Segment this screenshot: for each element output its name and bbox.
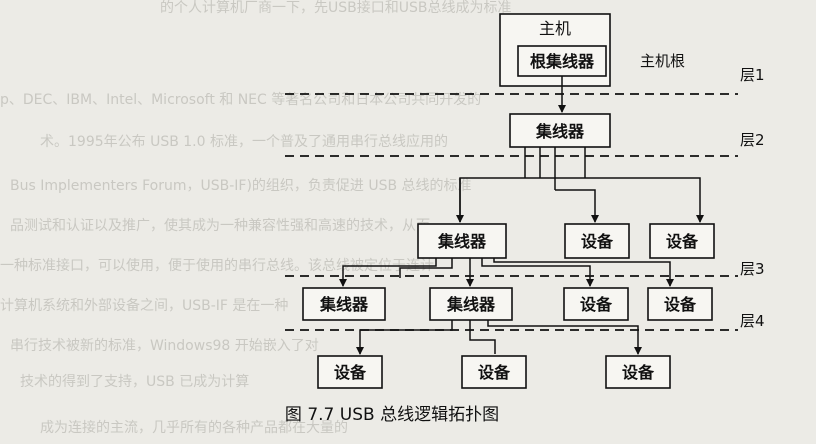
device-label: 设备 bbox=[666, 232, 699, 251]
hub-layer3 bbox=[417, 223, 507, 259]
host-label: 主机 bbox=[539, 19, 571, 38]
bleed-line: Bus Implementers Forum，USB-IF)的组织，负责促进 U… bbox=[10, 178, 472, 194]
hub-layer4-b-label: 集线器 bbox=[446, 295, 496, 314]
layer-dividers bbox=[285, 93, 738, 331]
bleed-line: 串行技术被新的标准，Windows98 开始嵌入了对 bbox=[10, 338, 319, 354]
hub-layer4-a bbox=[302, 287, 386, 321]
connections bbox=[339, 76, 704, 355]
layer2-label: 层2 bbox=[740, 131, 765, 149]
hub-layer3-label: 集线器 bbox=[437, 232, 487, 251]
device-label: 设备 bbox=[664, 295, 697, 314]
link-hub2-device bbox=[585, 177, 704, 223]
device-label: 设备 bbox=[581, 232, 614, 251]
link-hubC bbox=[469, 320, 496, 354]
hub-layer4-b bbox=[429, 287, 513, 321]
bleed-line: 技术的得到了支持，USB 已成为计算 bbox=[20, 373, 249, 390]
link-hubC-device bbox=[487, 320, 642, 355]
device-layer4-a bbox=[563, 287, 629, 321]
device-bottom-b bbox=[461, 355, 527, 389]
device-label: 设备 bbox=[334, 363, 367, 382]
device-layer3-a bbox=[564, 223, 630, 259]
bleed-line: 品测试和认证以及推广，使其成为一种兼容性强和高速的技术，从而 bbox=[10, 217, 430, 234]
hub-layer4-a-label: 集线器 bbox=[319, 295, 369, 314]
device-label: 设备 bbox=[622, 363, 655, 382]
bleed-line: 成为连接的主流，几乎所有的各种产品都在大量的 bbox=[40, 419, 348, 436]
bleed-line: 的个人计算机厂商一下，先USB接口和USB总线成为标准 bbox=[160, 0, 511, 16]
link-hub2-device bbox=[555, 189, 599, 223]
device-bottom-c bbox=[605, 355, 671, 389]
link-hubA-hubB bbox=[339, 258, 437, 287]
hub-layer2-label: 集线器 bbox=[535, 122, 585, 141]
link-hubA-device bbox=[493, 258, 674, 287]
bleed-line: 计算机系统和外部设备之间，USB-IF 是在一种 bbox=[0, 297, 288, 314]
device-layer3-b bbox=[649, 223, 715, 259]
link-hubA bbox=[399, 258, 453, 278]
layer1-label: 层1 bbox=[740, 66, 765, 84]
layer4-label: 层4 bbox=[740, 312, 765, 330]
bleed-line: p、DEC、IBM、Intel、Microsoft 和 NEC 等著名公司和日本… bbox=[0, 91, 481, 108]
link-hubA-device bbox=[481, 258, 594, 287]
link-hubC-device bbox=[356, 320, 453, 355]
device-label: 设备 bbox=[580, 295, 613, 314]
device-label: 设备 bbox=[478, 363, 511, 382]
figure-caption: 图 7.7 USB 总线逻辑拓扑图 bbox=[285, 405, 499, 425]
bleed-line: 一种标准接口，可以使用，便于使用的串行总线。该总线被定位于连计 bbox=[0, 257, 434, 274]
host-root-label: 主机根 bbox=[640, 52, 685, 70]
background-bleed-text: 的个人计算机厂商一下，先USB接口和USB总线成为标准 p、DEC、IBM、In… bbox=[0, 0, 511, 436]
layer3-label: 层3 bbox=[740, 260, 765, 278]
device-layer4-b bbox=[647, 287, 713, 321]
bleed-line: 术。1995年公布 USB 1.0 标准，一个普及了通用串行总线应用的 bbox=[40, 133, 448, 150]
hub-layer2 bbox=[509, 113, 611, 148]
device-bottom-a bbox=[317, 355, 383, 389]
link-hub2-hubA bbox=[459, 177, 585, 222]
root-hub-label: 根集线器 bbox=[530, 52, 595, 71]
